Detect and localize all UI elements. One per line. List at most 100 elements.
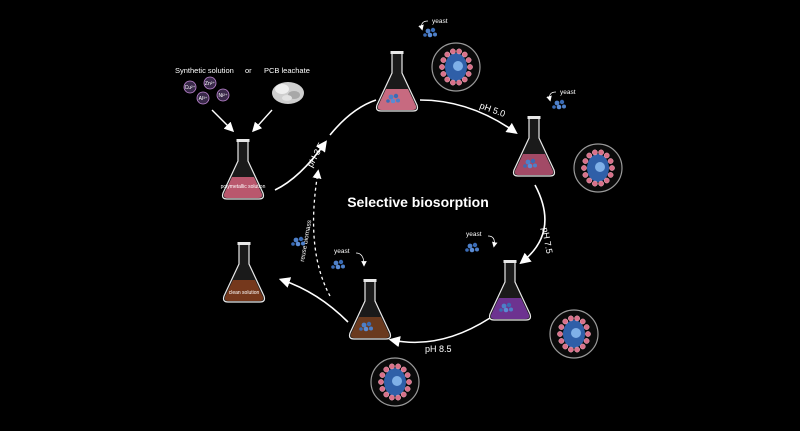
arrow-synthetic [211, 109, 235, 133]
bead [467, 64, 473, 70]
flask-end: clean solution [222, 241, 266, 303]
input-synthetic: Synthetic solution [175, 66, 234, 75]
reuse-yeast [291, 236, 305, 247]
bead [461, 76, 468, 83]
arrow-to-clean [278, 277, 349, 323]
bead [583, 324, 590, 330]
diagram-title: Selective biosorption [347, 194, 489, 210]
bead [598, 149, 604, 156]
bead [378, 379, 384, 385]
ion-0: Cu²⁺ [185, 85, 196, 91]
bead [450, 48, 456, 55]
bead [465, 71, 472, 77]
yeast-label-1: yeast [432, 18, 448, 25]
yeast-label-4: yeast [334, 248, 350, 255]
bead [450, 79, 456, 86]
bead [444, 76, 451, 83]
bead [592, 180, 598, 187]
bead [440, 57, 447, 63]
bead [558, 338, 565, 344]
bead [456, 48, 462, 55]
ph-label-4: pH 8.5 [425, 344, 452, 354]
arrow-ph75 [519, 184, 546, 265]
bead [609, 165, 615, 171]
arrow-ph85 [388, 317, 491, 348]
bead [404, 372, 411, 378]
bead [603, 177, 610, 184]
bead [383, 366, 390, 373]
bead [557, 331, 563, 337]
metal-ions: Cu²⁺ Zn²⁺ Ni²⁺ Al³⁺ [183, 76, 230, 105]
bead [586, 152, 593, 159]
flask-end-label: clean solution [229, 290, 260, 296]
bead [389, 394, 395, 401]
flask-start: polymetallic solution [221, 138, 266, 200]
bead [389, 363, 395, 370]
ph-label-2: pH 5.0 [478, 100, 506, 118]
bead [383, 391, 390, 398]
bead [461, 51, 468, 58]
yeast-2: yeast [546, 89, 576, 110]
zoom-cell-4 [370, 357, 420, 407]
ion-2: Ni²⁺ [218, 93, 227, 99]
arrow-ph50 [419, 99, 518, 134]
bead [404, 386, 411, 392]
ph-label-1: pH 3.5 [305, 141, 326, 169]
ion-3: Al³⁺ [199, 96, 208, 102]
bead [465, 57, 472, 63]
bead [568, 315, 574, 322]
bead [562, 318, 569, 325]
arrow-to-ph35 [274, 140, 327, 191]
yeast-3: yeast [465, 231, 498, 253]
yeast-4: yeast [331, 248, 367, 270]
bead [395, 394, 401, 401]
bead [579, 318, 586, 325]
bead [558, 324, 565, 330]
flask-stage-1 [375, 50, 419, 112]
bead [582, 172, 589, 178]
bead [456, 79, 462, 86]
bead [603, 152, 610, 159]
yeast-label-3: yeast [466, 231, 482, 238]
bead [439, 64, 445, 70]
bead [406, 379, 412, 385]
zoom-cell-3 [549, 309, 599, 359]
bead [586, 177, 593, 184]
zoom-cell-2 [573, 143, 623, 193]
input-leachate: PCB leachate [264, 66, 310, 75]
bead [607, 172, 614, 178]
bead [585, 331, 591, 337]
input-or: or [245, 66, 252, 75]
ion-1: Zn²⁺ [205, 81, 216, 87]
arrow-leachate [252, 109, 273, 133]
bead [395, 363, 401, 370]
bead [444, 51, 451, 58]
bead [607, 158, 614, 164]
yeast-label-2: yeast [560, 89, 576, 96]
bead [379, 372, 386, 378]
bead [598, 180, 604, 187]
arc-ph35 [329, 99, 377, 136]
leachate-pile-icon [272, 82, 304, 104]
bead [581, 165, 587, 171]
reuse-arrow [312, 169, 331, 297]
bead [574, 315, 580, 322]
bead [592, 149, 598, 156]
bead [583, 338, 590, 344]
bead [574, 346, 580, 353]
flask-stage-3 [488, 259, 532, 321]
bead [440, 71, 447, 77]
bead [379, 386, 386, 392]
bead [568, 346, 574, 353]
ph-label-3: pH 7.5 [540, 227, 554, 255]
zoom-cell-1 [431, 42, 481, 92]
bead [400, 366, 407, 373]
bead [400, 391, 407, 398]
bead [562, 343, 569, 350]
flask-start-label: polymetallic solution [221, 184, 266, 190]
flask-stage-4 [348, 278, 392, 340]
bead [582, 158, 589, 164]
yeast-1: yeast [418, 18, 448, 38]
